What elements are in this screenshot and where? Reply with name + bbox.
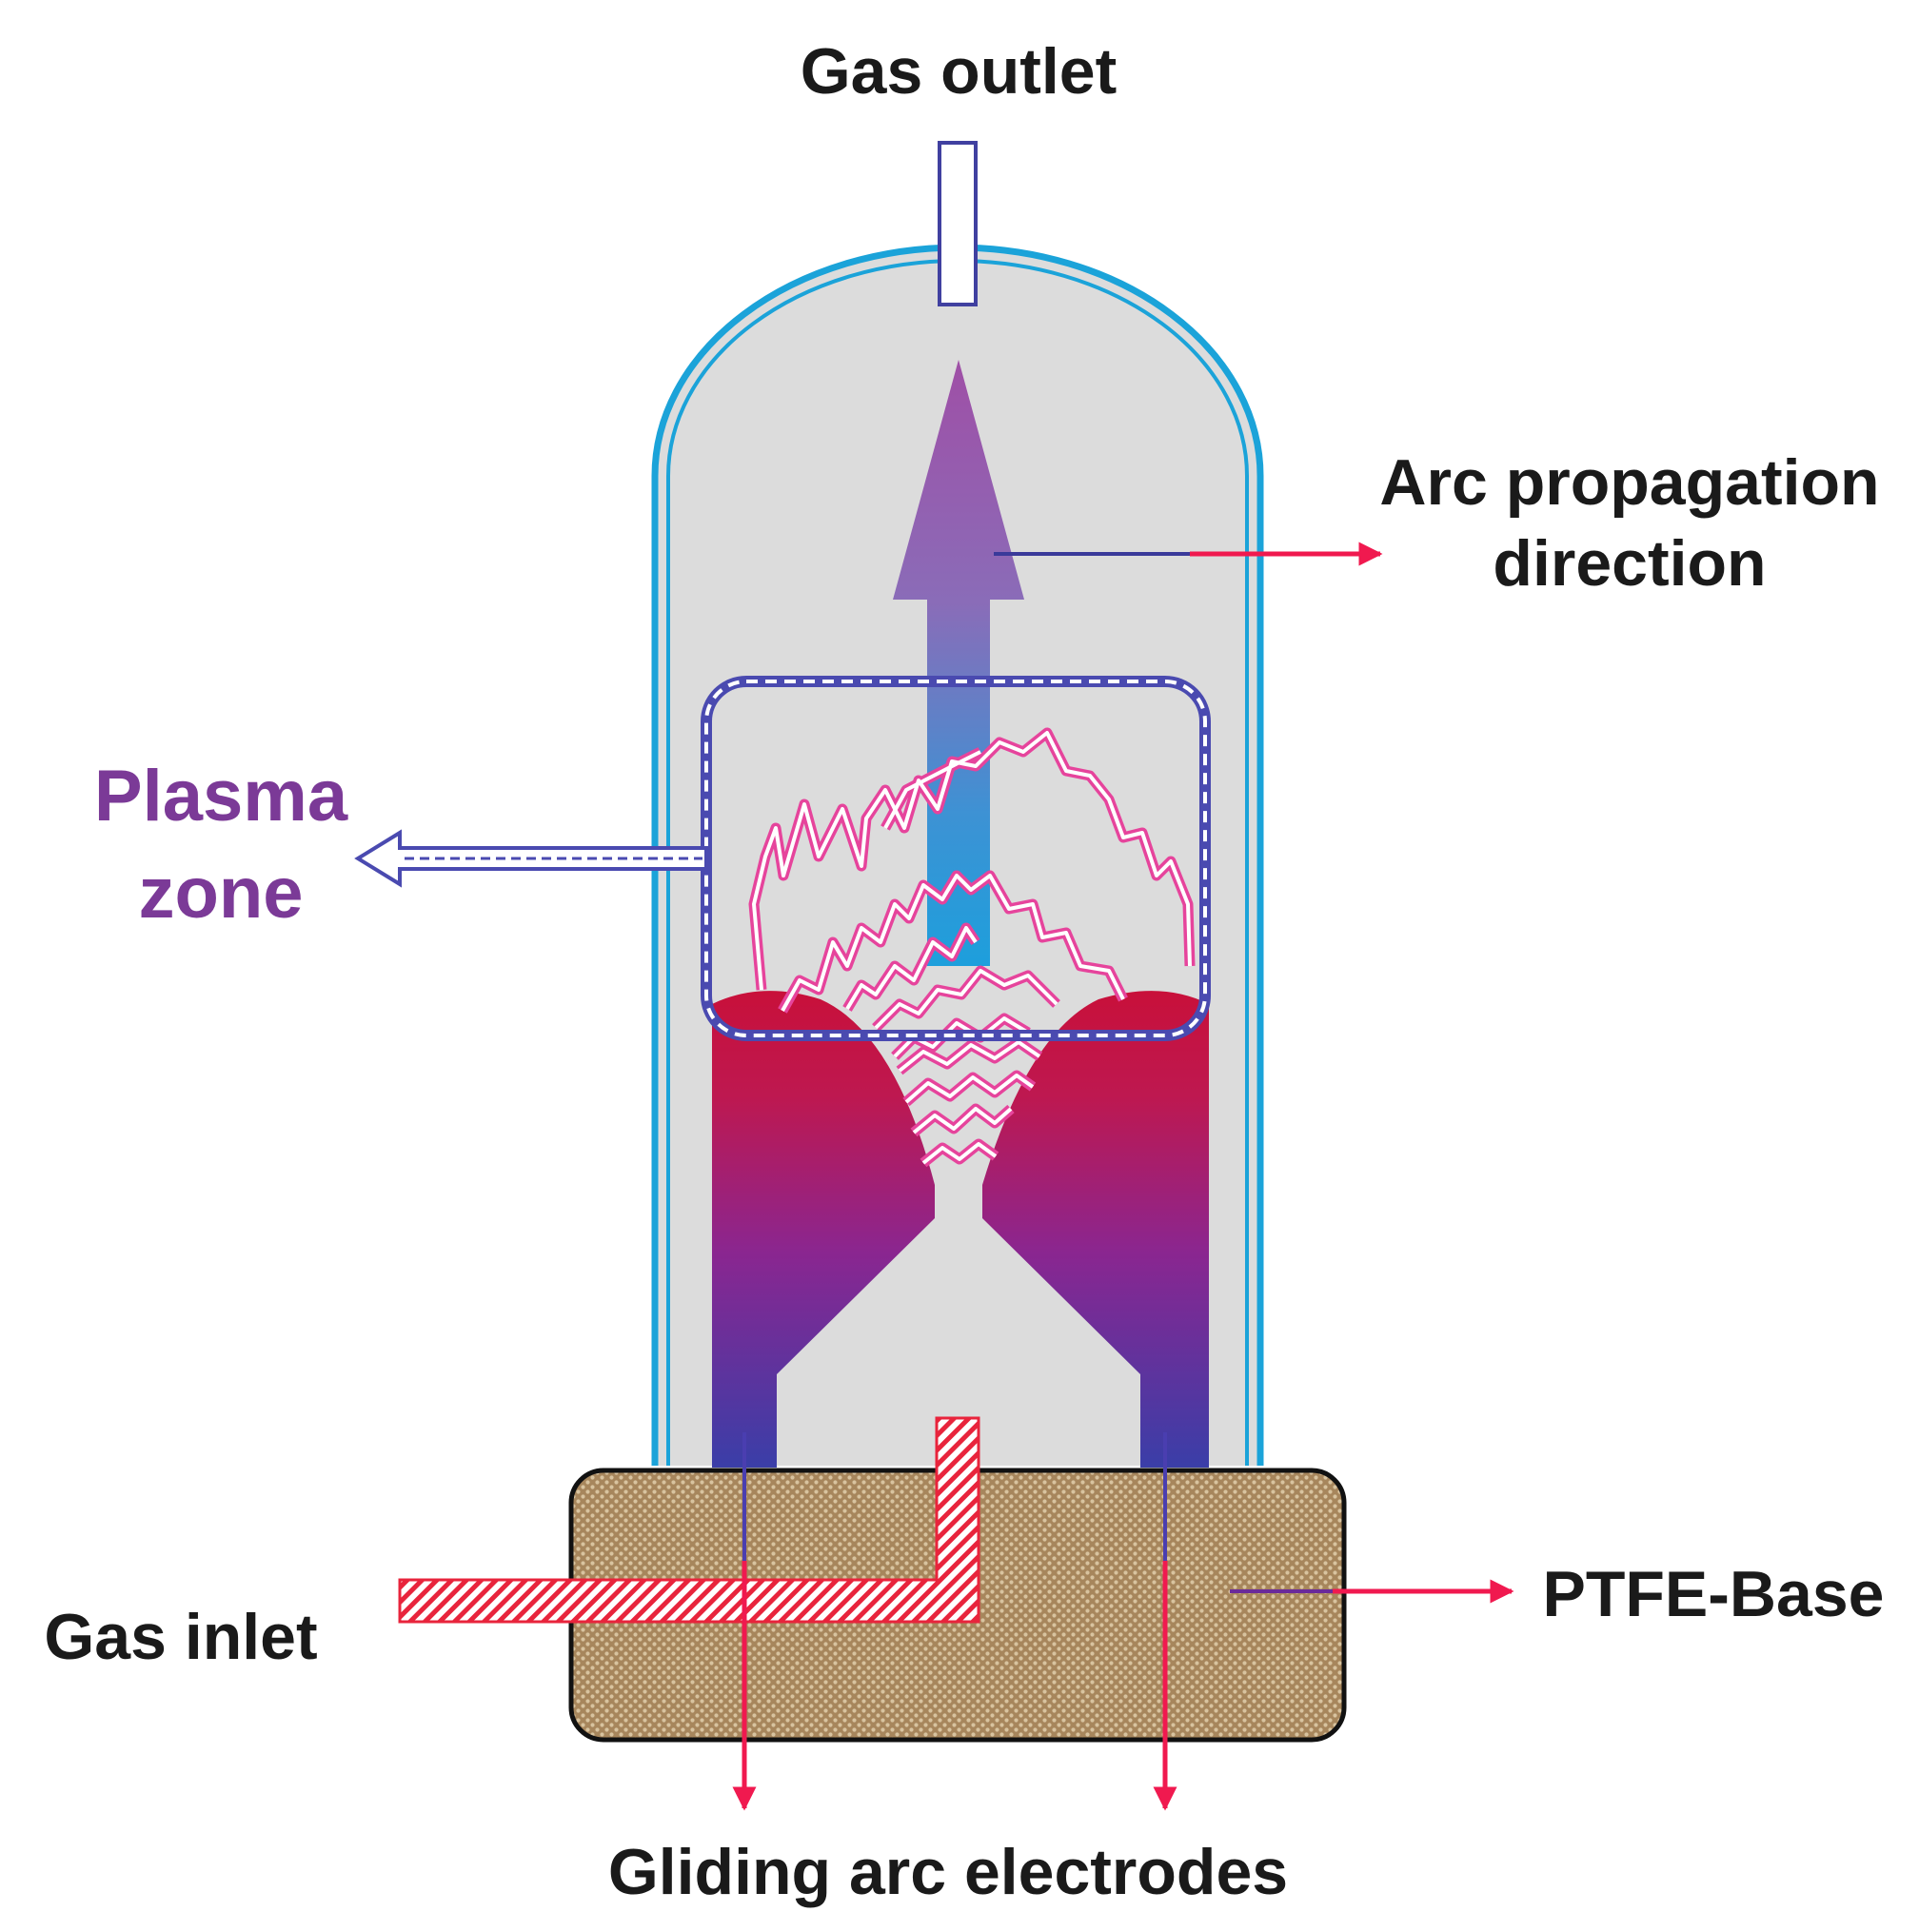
plasma-zone-pointer-arrow [354,829,708,888]
gas-outlet-tube [938,141,978,306]
gas-inlet-pipe [398,1416,980,1624]
gas-outlet-label: Gas outlet [801,35,1118,108]
ptfe-base-label: PTFE-Base [1543,1558,1885,1630]
plasma-zone-label-line2: zone [138,853,303,934]
gliding-arc-electrodes-shape [712,991,1209,1468]
plasma-zone-label-line1: Plasma [94,756,348,837]
right-electrode [982,991,1209,1468]
gas-inlet-label: Gas inlet [44,1601,317,1673]
gliding-arc-electrodes-label: Gliding arc electrodes [608,1836,1288,1908]
arc-propagation-arrow [893,360,1024,966]
left-electrode [712,991,935,1468]
electrode-leads [732,1432,1177,1811]
arc-propagation-label-line1: Arc propagation [1379,446,1879,519]
arc-propagation-label-line2: direction [1493,527,1766,600]
